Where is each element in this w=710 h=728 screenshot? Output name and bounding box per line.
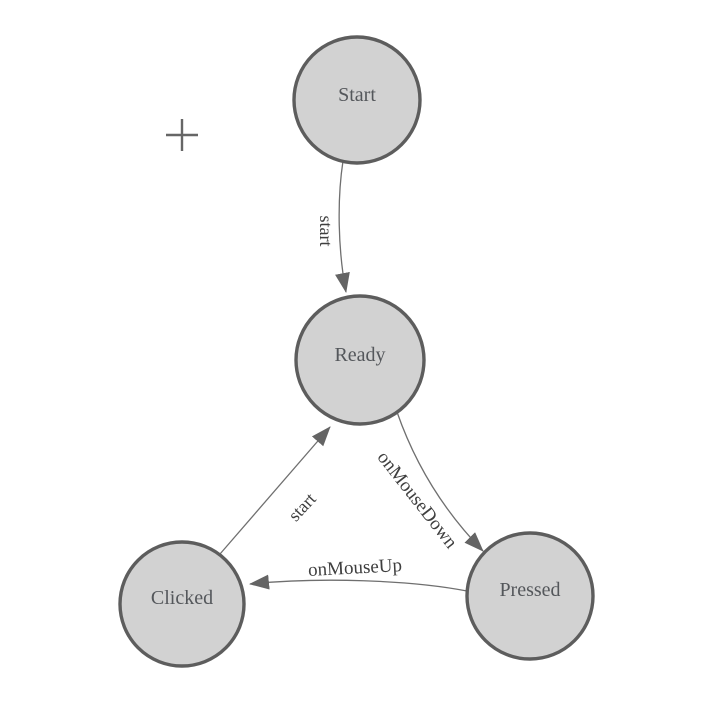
edge-line-clicked-to-ready[interactable] (219, 426, 331, 555)
edge-line-pressed-to-clicked[interactable] (249, 574, 468, 592)
edge-line-start-to-ready[interactable] (335, 160, 350, 293)
node-ready: Ready (294, 294, 426, 426)
crosshair-cursor-icon (166, 119, 198, 151)
edge-ready-to-pressed: onMouseDown (373, 411, 484, 553)
node-circle-pressed[interactable] (465, 531, 595, 661)
edge-pressed-to-clicked: onMouseUp (249, 555, 468, 592)
edge-start-to-ready: start (316, 160, 350, 293)
edge-label-clicked-to-ready: start (284, 489, 320, 525)
node-pressed: Pressed (465, 531, 595, 661)
edge-label-ready-to-pressed: onMouseDown (373, 447, 462, 553)
node-label-pressed: Pressed (499, 579, 560, 601)
edge-label-pressed-to-clicked: onMouseUp (308, 555, 403, 581)
node-circle-start[interactable] (292, 35, 422, 165)
node-start: Start (292, 35, 422, 165)
edge-label-start-to-ready: start (316, 216, 336, 247)
node-circle-ready[interactable] (294, 294, 426, 426)
node-clicked: Clicked (118, 540, 246, 668)
node-label-start: Start (338, 84, 376, 106)
node-label-ready: Ready (334, 344, 385, 366)
edge-line-ready-to-pressed[interactable] (396, 411, 484, 552)
edge-clicked-to-ready: start (219, 426, 331, 555)
node-circle-clicked[interactable] (118, 540, 246, 668)
node-label-clicked: Clicked (151, 587, 213, 609)
